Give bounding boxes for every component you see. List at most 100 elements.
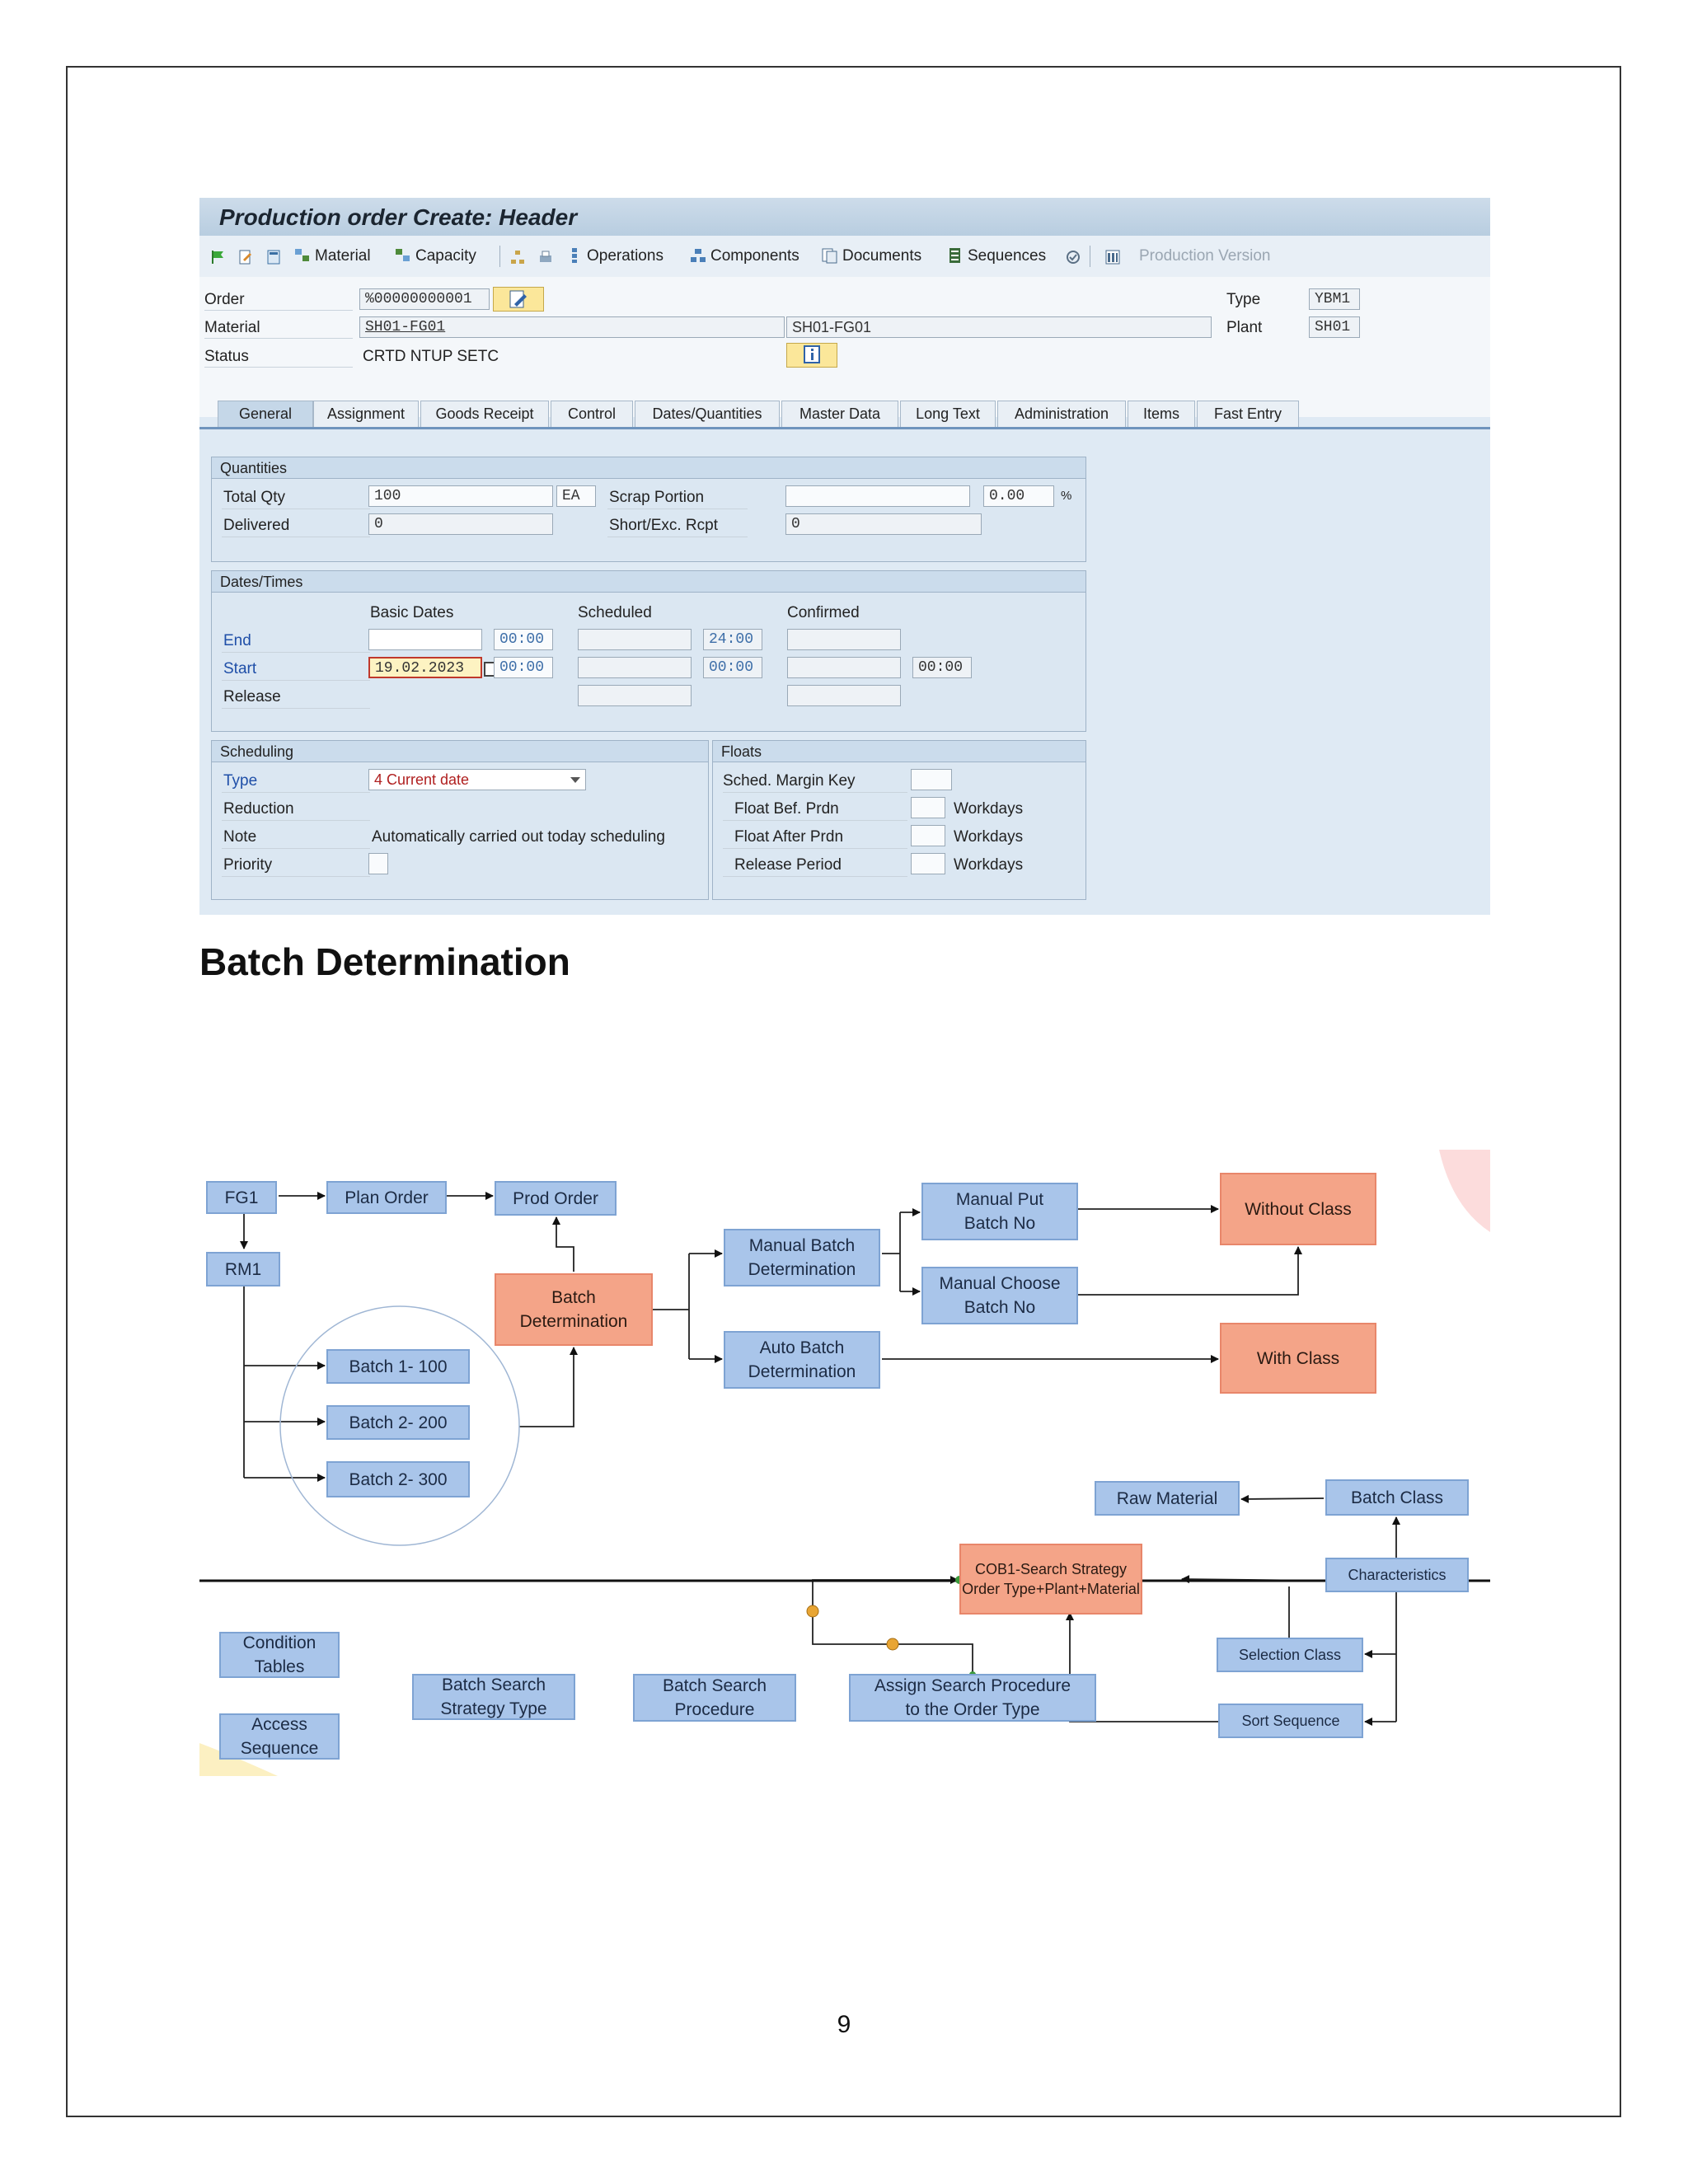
raw-material-box: Raw Material: [1095, 1481, 1240, 1516]
margin-key-field[interactable]: [911, 769, 952, 790]
total-qty-field[interactable]: 100: [368, 485, 553, 507]
batch-determination-diagram: FG1 Plan Order Prod Order RM1 Batch Dete…: [199, 1150, 1490, 1780]
label-underline: [222, 876, 370, 877]
flag-icon[interactable]: [209, 249, 226, 265]
capacity-button[interactable]: Capacity: [394, 247, 476, 265]
margin-key-label: Sched. Margin Key: [723, 772, 856, 790]
basic-dates-header: Basic Dates: [370, 604, 454, 621]
material-field[interactable]: SH01-FG01: [359, 316, 785, 338]
batch-search-procedure-box: Batch Search Procedure: [633, 1674, 796, 1722]
confirmed-header: Confirmed: [787, 604, 860, 621]
condition-tables-box: Condition Tables: [219, 1632, 340, 1678]
scheduling-type-label: Type: [223, 772, 258, 790]
scheduling-title: Scheduling: [212, 741, 708, 762]
hierarchy-icon[interactable]: [509, 249, 526, 265]
note-value: Automatically carried out today scheduli…: [372, 828, 665, 846]
end-basic-date-field[interactable]: [368, 629, 482, 650]
plant-label: Plant: [1226, 319, 1263, 336]
tab-control[interactable]: Control: [551, 401, 633, 427]
manual-batch-determination-box: Manual Batch Determination: [724, 1229, 880, 1286]
scheduling-type-dropdown[interactable]: 4 Current date: [368, 769, 586, 790]
percent-sign: %: [1061, 489, 1072, 503]
label-underline: [222, 820, 370, 821]
delivered-field: 0: [368, 513, 553, 535]
production-version-button[interactable]: Production Version: [1139, 247, 1271, 265]
material-icon: [293, 247, 312, 264]
order-label: Order: [204, 291, 245, 308]
label-underline: [723, 792, 907, 793]
unit-field[interactable]: EA: [556, 485, 596, 507]
tab-fast-entry[interactable]: Fast Entry: [1197, 401, 1299, 427]
tab-master-data[interactable]: Master Data: [781, 401, 898, 427]
components-button[interactable]: Components: [689, 247, 799, 265]
tab-long-text[interactable]: Long Text: [900, 401, 996, 427]
tab-administration[interactable]: Administration: [997, 401, 1126, 427]
operations-button[interactable]: Operations: [565, 247, 663, 265]
release-period-label: Release Period: [734, 856, 842, 874]
table-icon[interactable]: [1104, 249, 1121, 265]
tab-general[interactable]: General: [218, 401, 313, 427]
tab-items[interactable]: Items: [1128, 401, 1195, 427]
plan-order-box: Plan Order: [326, 1181, 447, 1214]
prod-order-box: Prod Order: [495, 1181, 617, 1216]
edit-order-button[interactable]: [493, 287, 544, 312]
start-basic-time-field[interactable]: 00:00: [494, 657, 553, 678]
float-after-field[interactable]: [911, 825, 945, 846]
plant-field[interactable]: SH01: [1309, 316, 1360, 338]
connector-arrow: [1076, 1246, 1302, 1296]
label-underline: [222, 792, 370, 793]
label-underline: [723, 848, 907, 849]
end-scheduled-time-field: 24:00: [703, 629, 762, 650]
calculator-icon[interactable]: [265, 249, 282, 265]
tab-goods-receipt[interactable]: Goods Receipt: [420, 401, 549, 427]
float-before-label: Float Bef. Prdn: [734, 800, 839, 818]
with-class-box: With Class: [1220, 1323, 1376, 1394]
edit-doc-icon[interactable]: [237, 249, 254, 265]
components-icon: [689, 247, 707, 264]
floats-title: Floats: [713, 741, 1085, 762]
short-exc-field: 0: [785, 513, 982, 535]
batch-1-box: Batch 1- 100: [326, 1349, 470, 1384]
quantities-group: Quantities Total Qty 100 EA Scrap Portio…: [211, 457, 1086, 562]
scrap-portion-label: Scrap Portion: [609, 489, 705, 506]
end-scheduled-date-field: [578, 629, 692, 650]
status-info-button[interactable]: [786, 343, 837, 368]
material-description-field: SH01-FG01: [786, 316, 1212, 338]
priority-field[interactable]: [368, 853, 388, 874]
label-underline: [204, 367, 353, 368]
start-confirmed-time-field: 00:00: [912, 657, 972, 678]
start-basic-date-field[interactable]: 19.02.2023: [368, 657, 482, 678]
scheduled-header: Scheduled: [578, 604, 652, 621]
selection-class-box: Selection Class: [1217, 1638, 1363, 1672]
delivered-label: Delivered: [223, 517, 290, 534]
release-period-field[interactable]: [911, 853, 945, 874]
tab-dates-quantities[interactable]: Dates/Quantities: [635, 401, 780, 427]
total-qty-label: Total Qty: [223, 489, 285, 506]
note-label: Note: [223, 828, 257, 846]
rm1-box: RM1: [206, 1252, 280, 1286]
application-toolbar: Material Capacity Operations Components …: [199, 236, 1490, 278]
end-basic-time-field[interactable]: 00:00: [494, 629, 553, 650]
label-underline: [723, 876, 907, 877]
float-before-field[interactable]: [911, 797, 945, 818]
order-type-field[interactable]: YBM1: [1309, 288, 1360, 310]
label-underline: [222, 652, 370, 653]
start-confirmed-date-field: [787, 657, 901, 678]
order-field[interactable]: %00000000001: [359, 288, 490, 310]
documents-button[interactable]: Documents: [821, 247, 921, 265]
batch-class-box: Batch Class: [1325, 1479, 1469, 1516]
window-title-bar: Production order Create: Header: [199, 198, 1490, 236]
float-after-label: Float After Prdn: [734, 828, 844, 846]
sequences-button[interactable]: Sequences: [946, 247, 1046, 265]
manual-put-batch-box: Manual Put Batch No: [921, 1183, 1078, 1240]
label-underline: [222, 680, 370, 681]
pencil-icon: [509, 290, 527, 308]
material-button[interactable]: Material: [293, 247, 371, 265]
material-label: Material: [204, 319, 260, 336]
scrap-percent-field[interactable]: 0.00: [983, 485, 1054, 507]
scrap-portion-field[interactable]: [785, 485, 970, 507]
tab-assignment[interactable]: Assignment: [313, 401, 419, 427]
manual-choose-batch-box: Manual Choose Batch No: [921, 1267, 1078, 1324]
lock-check-icon[interactable]: [1065, 249, 1081, 265]
print-icon[interactable]: [537, 249, 554, 265]
